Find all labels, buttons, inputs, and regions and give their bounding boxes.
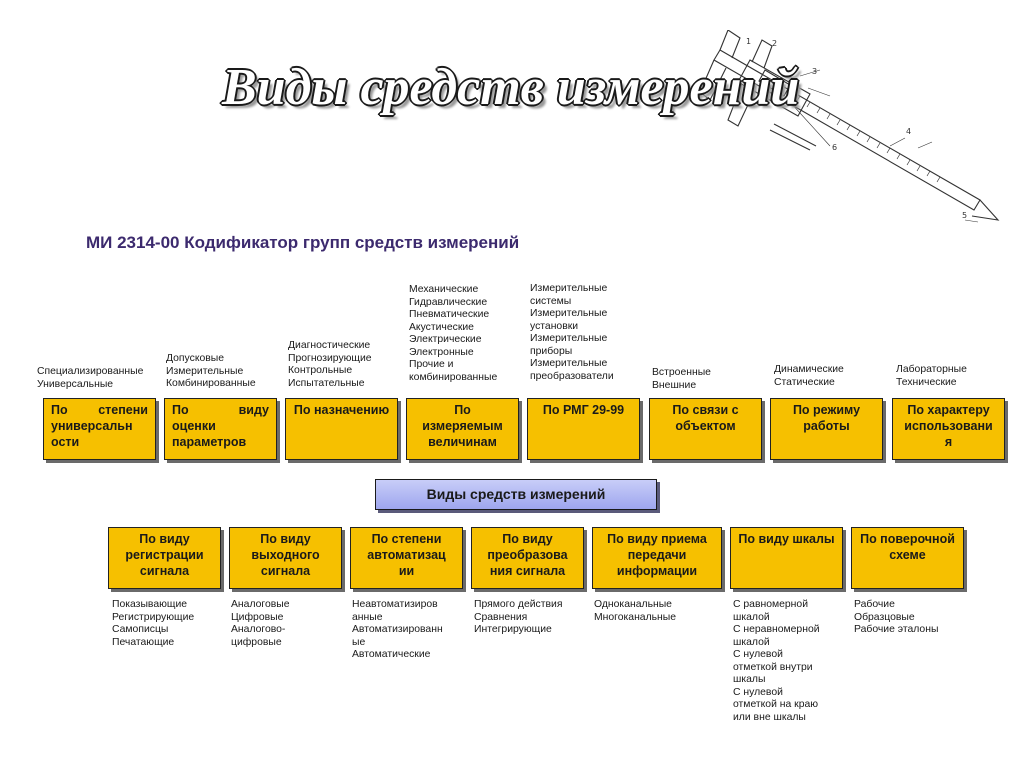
top-notes-operating-mode: Динамические Статические [774,364,844,388]
central-label: Виды средств измерений [375,479,657,510]
category-box-object-connection: По связи с объектом [649,398,762,460]
category-box-verification-scheme: По поверочной схеме [851,527,964,589]
category-box-purpose: По назначению [285,398,398,460]
category-box-automation: По степени автоматизац ии [350,527,463,589]
category-box-data-transmission: По виду приема передачи информации [592,527,722,589]
category-box-scale-type: По виду шкалы [730,527,843,589]
caliper-number-1: 1 [746,37,751,46]
top-notes-assessment: Допусковые Измерительные Комбинированные [166,353,256,389]
caliper-number-2: 2 [772,39,777,48]
category-box-assessment: По виду оценки параметров [164,398,277,460]
bottom-notes-verification-scheme: Рабочие Образцовые Рабочие эталоны [854,599,939,635]
caliper-number-4: 4 [906,127,911,136]
category-box-operating-mode: По режиму работы [770,398,883,460]
category-box-universality: По степени универсальн ости [43,398,156,460]
top-notes-usage: Лабораторные Технические [896,364,967,388]
top-notes-universality: Специализированные Универсальные [37,366,144,390]
caliper-number-3: 3 [812,67,817,76]
top-notes-purpose: Диагностические Прогнозирующие Контрольн… [288,340,372,389]
category-box-signal-conversion: По виду преобразова ния сигнала [471,527,584,589]
bottom-notes-data-transmission: Одноканальные Многоканальные [594,599,677,623]
category-box-rmg: По РМГ 29-99 [527,398,640,460]
bottom-notes-automation: Неавтоматизиров анные Автоматизированн ы… [352,599,443,660]
caliper-number-6: 6 [832,143,837,152]
category-box-registration: По виду регистрации сигнала [108,527,221,589]
top-notes-measured-quantities: Механические Гидравлические Пневматическ… [409,284,498,383]
caliper-illustration: 1 2 3 4 5 6 [699,30,1000,223]
bottom-notes-signal-conversion: Прямого действия Сравнения Интегрирующие [474,599,563,635]
category-box-usage: По характеру использовани я [892,398,1005,460]
bottom-notes-scale-type: С равномерной шкалой С неравномерной шка… [733,599,820,723]
top-notes-object-connection: Встроенные Внешние [652,367,711,391]
bottom-notes-output-signal: Аналоговые Цифровые Аналогово- цифровые [231,599,290,648]
top-notes-rmg: Измерительные системы Измерительные уста… [530,283,614,382]
page-subtitle: МИ 2314-00 Кодификатор групп средств изм… [86,233,520,252]
category-box-output-signal: По виду выходного сигнала [229,527,342,589]
category-box-measured-quantities: По измеряемым величинам [406,398,519,460]
caliper-number-5: 5 [962,211,967,220]
bottom-notes-registration: Показывающие Регистрирующие Самописцы Пе… [112,599,195,648]
page-title: Виды средств измерений [222,59,800,116]
